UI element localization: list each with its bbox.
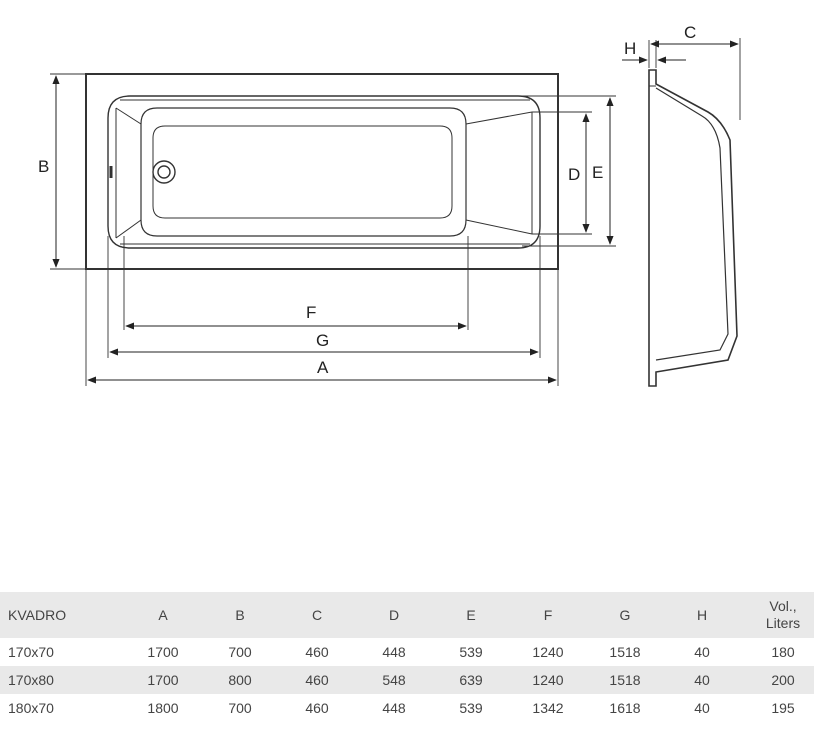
header-volume-line2: Liters: [765, 615, 801, 631]
header-d: D: [388, 607, 400, 623]
cell-e: 639: [459, 672, 483, 688]
side-view-outer: [648, 69, 738, 387]
header-a: A: [158, 607, 168, 623]
label-f: F: [306, 303, 316, 322]
cell-d: 448: [382, 644, 406, 660]
cell-volume: 195: [771, 700, 795, 716]
label-g: G: [316, 331, 329, 350]
header-f: F: [543, 607, 553, 623]
cell-d: 548: [382, 672, 406, 688]
cell-a: 1800: [147, 700, 179, 716]
dimension-labels: B D E F G A C H: [38, 23, 696, 377]
cell-b: 700: [228, 644, 252, 660]
bathtub-dimension-drawing: B D E F G A C H: [38, 23, 741, 387]
cell-h: 40: [694, 644, 710, 660]
extension-lines: [50, 38, 741, 386]
header-e: E: [466, 607, 476, 623]
tub-inner-basin: [107, 95, 541, 249]
cell-volume: 180: [771, 644, 795, 660]
cell-b: 700: [228, 700, 252, 716]
cell-f: 1240: [532, 644, 564, 660]
cell-model: 170x70: [8, 644, 54, 660]
label-d: D: [568, 165, 580, 184]
cell-model: 170x80: [8, 672, 54, 688]
tub-outer-rim: [85, 73, 559, 270]
table-row: 170x70 1700 700 460 448 539 1240 1518 40…: [0, 638, 814, 666]
cell-h: 40: [694, 672, 710, 688]
header-c: C: [311, 607, 323, 623]
header-model: KVADRO: [8, 607, 67, 623]
cell-d: 448: [382, 700, 406, 716]
header-h: H: [696, 607, 708, 623]
label-h: H: [624, 39, 636, 58]
header-volume: Vol.,Liters: [732, 592, 814, 638]
top-view: [85, 73, 559, 270]
label-a: A: [317, 358, 329, 377]
table-row: 170x80 1700 800 460 548 639 1240 1518 40…: [0, 666, 814, 694]
header-b: B: [235, 607, 245, 623]
cell-model: 180x70: [8, 700, 54, 716]
header-volume-line1: Vol.,: [769, 598, 797, 614]
table-header-row: KVADRO A B C D E F G H Vol.,Liters: [0, 592, 814, 638]
cell-c: 460: [305, 700, 329, 716]
cell-c: 460: [305, 644, 329, 660]
header-g: G: [619, 607, 631, 623]
side-view-inner: [655, 87, 729, 361]
side-view: [648, 69, 738, 387]
dimensions-table: KVADRO A B C D E F G H Vol.,Liters 170x7…: [0, 592, 814, 722]
cell-g: 1518: [609, 644, 641, 660]
cell-e: 539: [459, 700, 483, 716]
cell-f: 1342: [532, 700, 564, 716]
cell-e: 539: [459, 644, 483, 660]
cell-g: 1518: [609, 672, 641, 688]
label-b: B: [38, 157, 49, 176]
dimension-lines: [52, 40, 739, 384]
label-c: C: [684, 23, 696, 42]
tub-sloped-edges: [115, 99, 533, 245]
drain-icon: [152, 160, 176, 184]
tub-bottom-inner: [152, 125, 453, 219]
tub-bottom: [140, 107, 467, 237]
cell-c: 460: [305, 672, 329, 688]
cell-a: 1700: [147, 644, 179, 660]
cell-b: 800: [228, 672, 252, 688]
cell-a: 1700: [147, 672, 179, 688]
cell-h: 40: [694, 700, 710, 716]
cell-g: 1618: [609, 700, 641, 716]
table-row: 180x70 1800 700 460 448 539 1342 1618 40…: [0, 694, 814, 722]
label-e: E: [592, 163, 603, 182]
cell-volume: 200: [771, 672, 795, 688]
cell-f: 1240: [532, 672, 564, 688]
